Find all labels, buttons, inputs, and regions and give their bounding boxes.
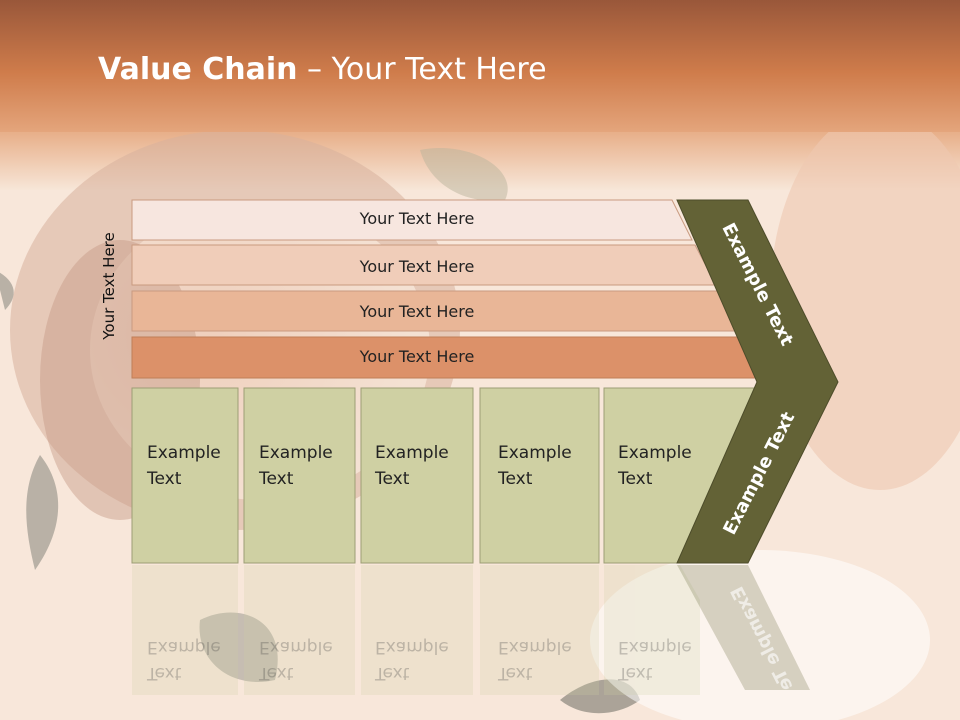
box-1 xyxy=(131,387,239,564)
box-4 xyxy=(479,387,600,564)
bar-2-label: Your Text Here xyxy=(359,257,475,276)
bar-1 xyxy=(131,199,693,241)
bar-3-label: Your Text Here xyxy=(359,302,475,321)
chevron-arrow xyxy=(676,199,839,564)
title-bold: Value Chain xyxy=(98,52,298,87)
box-3 xyxy=(360,387,474,564)
box-2 xyxy=(243,387,356,564)
title-rest: – Your Text Here xyxy=(297,52,547,87)
bar-1-label: Your Text Here xyxy=(359,209,475,228)
slide-title: Value Chain – Your Text Here xyxy=(98,52,547,87)
bar-4-label: Your Text Here xyxy=(359,347,475,366)
